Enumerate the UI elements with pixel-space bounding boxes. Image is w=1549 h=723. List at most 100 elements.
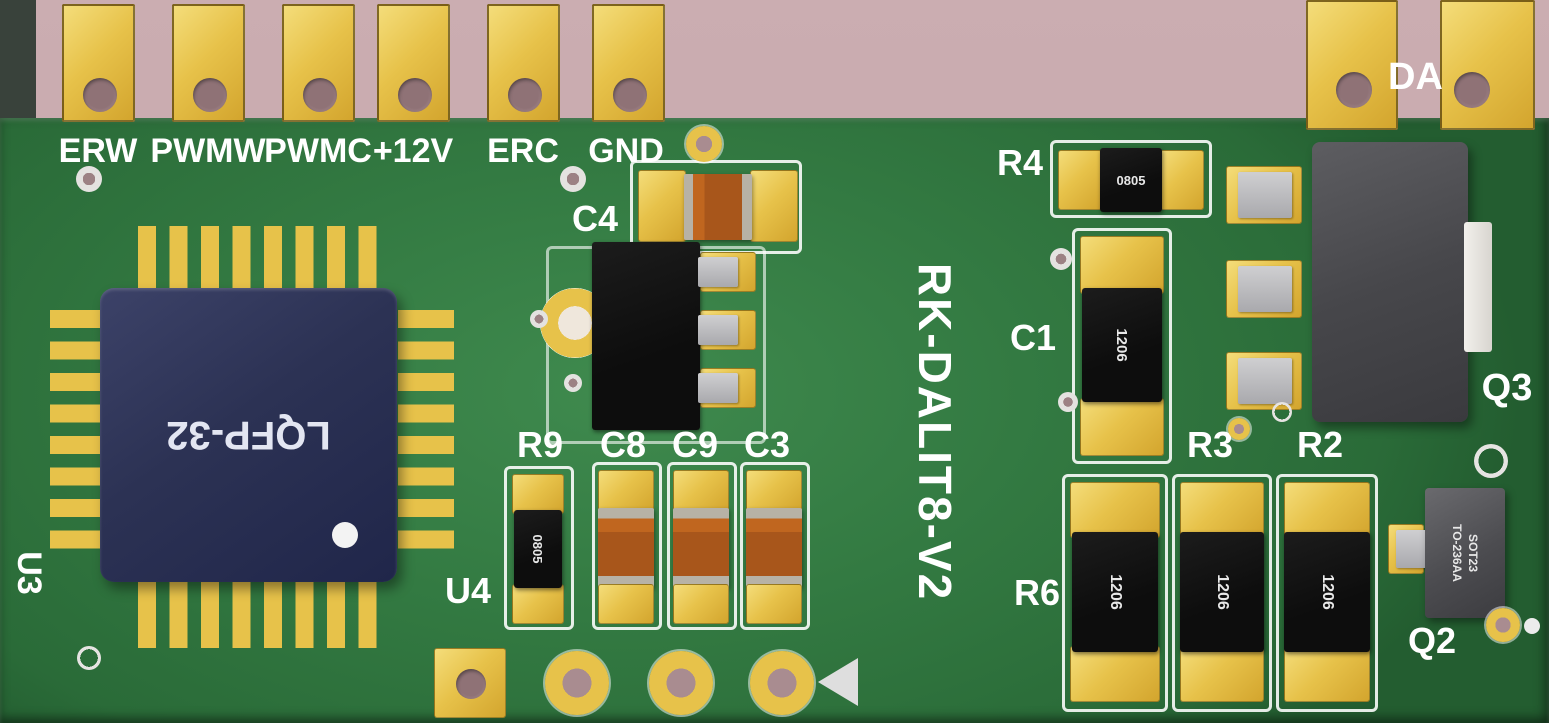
q2-marking: SOT23 TO-236AA [1425, 488, 1505, 618]
via [1474, 444, 1508, 478]
r6-silk-outline [1062, 474, 1168, 712]
c9-body [673, 508, 729, 588]
header-hole [193, 78, 227, 112]
q3-body [1312, 142, 1468, 422]
q3-lead [1238, 358, 1292, 404]
r9-silk-outline [504, 466, 574, 630]
c9-silk-outline [667, 462, 737, 630]
q2-marking-line1: SOT23 [1466, 533, 1481, 572]
board-edge-shadow [0, 0, 36, 120]
c8-pad [598, 584, 654, 624]
silk-label-u3: U3 [10, 551, 48, 595]
u3-pins-top [138, 226, 390, 290]
da-hole [1454, 72, 1490, 108]
header-hole [398, 78, 432, 112]
r4-pad [1058, 150, 1102, 210]
header-pad-pwmw [172, 4, 245, 122]
silk-label-r2: R2 [1296, 424, 1344, 465]
silk-label-da: DA [1388, 56, 1443, 98]
silk-label-pwmc: PWMC [264, 132, 372, 170]
q2-marking-line2: TO-236AA [1450, 524, 1464, 582]
c8-pad [598, 470, 654, 512]
silk-label-c8: C8 [599, 424, 647, 465]
r6-res3-marking: 1206 [1319, 574, 1336, 610]
silk-label-pwmw: PWMW [150, 132, 266, 170]
r6-silk-outline [1276, 474, 1378, 712]
bottom-round-pad [545, 651, 609, 715]
silk-label-erc: ERC [487, 132, 559, 170]
via [1486, 608, 1520, 642]
silk-label-r3: R3 [1186, 424, 1234, 465]
u4-lead [698, 257, 738, 287]
silk-label-gnd: GND [588, 132, 664, 170]
q2-lead [1396, 530, 1428, 568]
r6-res2-pad [1180, 646, 1264, 702]
header-hole [613, 78, 647, 112]
r6-silk-outline [1172, 474, 1272, 712]
header-hole [508, 78, 542, 112]
r6-res3-body [1284, 532, 1370, 652]
silk-label-q3: Q3 [1481, 367, 1533, 409]
u4-lead [698, 315, 738, 345]
silk-label-c4: C4 [571, 198, 619, 239]
r9-marking: 0805 [530, 534, 546, 564]
via [1272, 402, 1292, 422]
r4-silk-outline [1050, 140, 1212, 218]
header-pad-erc [487, 4, 560, 122]
bottom-round-pad [649, 651, 713, 715]
silk-label-12v: +12V [372, 132, 454, 170]
via [1050, 248, 1072, 270]
via [77, 646, 101, 670]
via [564, 374, 582, 392]
q2-body [1425, 488, 1505, 618]
c3-pad [746, 470, 802, 512]
header-pad-gnd [592, 4, 665, 122]
header-hole [83, 78, 117, 112]
header-pad-12v [377, 4, 450, 122]
silk-label-q2: Q2 [1407, 620, 1457, 661]
silk-label-r6: R6 [1013, 572, 1061, 613]
c4-pad-left [638, 170, 686, 242]
bottom-square-hole [456, 669, 486, 699]
c3-body [746, 508, 802, 588]
board-title: RK-DALIT8-V2 [909, 262, 961, 602]
header-pad-pwmc [282, 4, 355, 122]
c8-body [598, 508, 654, 588]
u3-pin1-marker [332, 522, 358, 548]
r6-res1-body [1072, 532, 1158, 652]
r6-res1-pad [1070, 482, 1160, 538]
r6-res1-pad [1070, 646, 1160, 702]
r4-body [1100, 148, 1162, 212]
header-pad-erw [62, 4, 135, 122]
via [1228, 418, 1250, 440]
silk-label-erw: ERW [58, 132, 138, 170]
r6-res3-pad [1284, 482, 1370, 538]
r9-pad [512, 584, 564, 624]
q3-lead [1238, 266, 1292, 312]
silk-label-r4: R4 [996, 142, 1044, 183]
c3-pad [746, 584, 802, 624]
via [76, 166, 102, 192]
bottom-round-pad [750, 651, 814, 715]
r6-res2-pad [1180, 482, 1264, 538]
r6-res2-marking: 1206 [1214, 574, 1231, 610]
u4-body [592, 242, 700, 430]
c9-pad [673, 584, 729, 624]
header-hole [303, 78, 337, 112]
via [1524, 618, 1540, 634]
r9-body [514, 510, 562, 588]
r4-pad [1160, 150, 1204, 210]
c9-pad [673, 470, 729, 512]
r6-res3-pad [1284, 646, 1370, 702]
silk-arrow-marker [818, 658, 858, 706]
c8-silk-outline [592, 462, 662, 630]
silk-label-c9: C9 [671, 424, 719, 465]
c4-pad-right [750, 170, 798, 242]
silk-label-c3: C3 [743, 424, 791, 465]
u3-pins-right [398, 310, 454, 562]
silk-label-c1: C1 [1009, 317, 1057, 358]
r6-res2-body [1180, 532, 1264, 652]
r6-res1-marking: 1206 [1107, 574, 1124, 610]
c1-pad [1080, 236, 1164, 294]
